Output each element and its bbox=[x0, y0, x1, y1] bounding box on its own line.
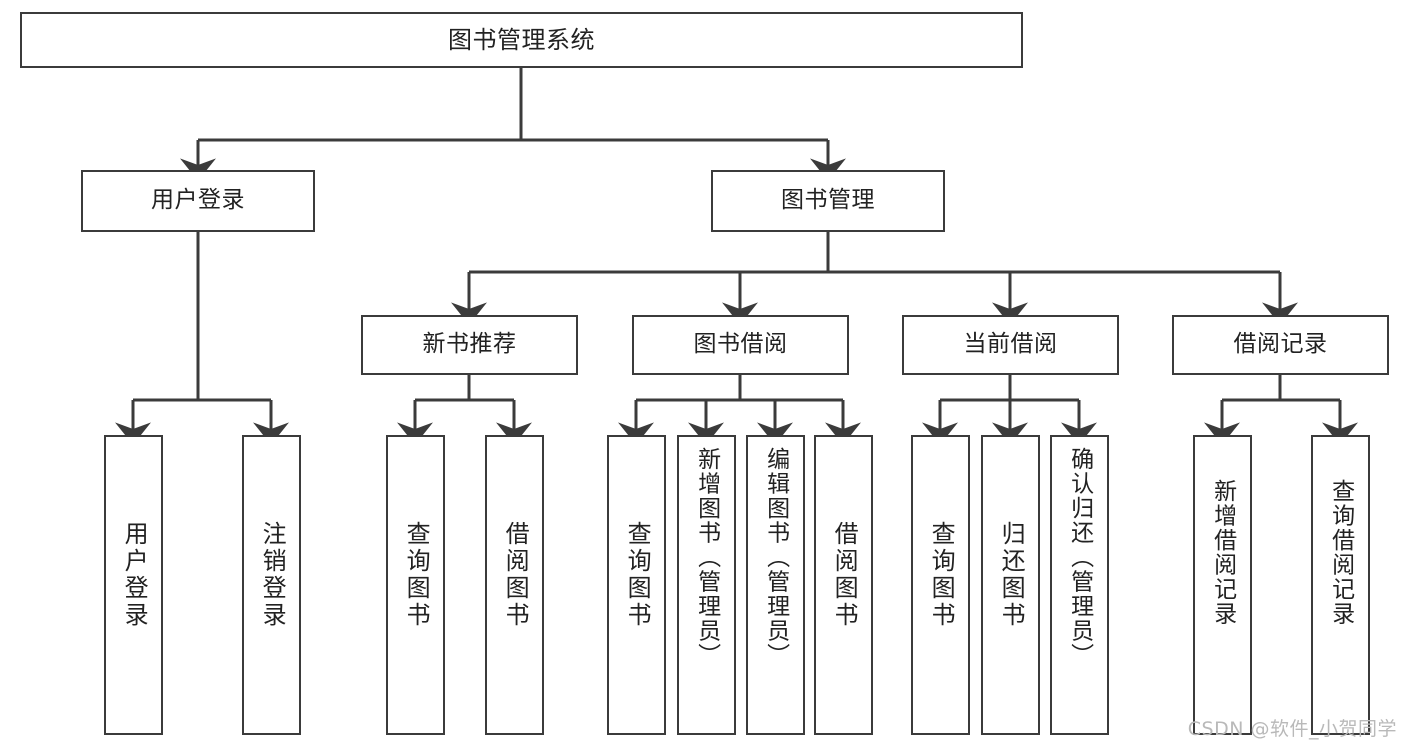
node-label: 注销登录 bbox=[258, 521, 287, 629]
leaf-query-borrow-record[interactable]: 查询借阅记录 bbox=[1311, 435, 1370, 735]
node-user-login[interactable]: 用户登录 bbox=[81, 170, 315, 232]
leaf-query-book-current[interactable]: 查询图书 bbox=[911, 435, 970, 735]
node-label: 用户登录 bbox=[120, 521, 149, 629]
node-label: 借阅图书 bbox=[830, 521, 859, 629]
node-label: 新增图书（管理员） bbox=[693, 447, 720, 668]
node-label: 新书推荐 bbox=[422, 331, 517, 358]
node-label: 借阅记录 bbox=[1233, 331, 1328, 358]
node-label: 归还图书 bbox=[997, 521, 1026, 629]
node-label: 图书管理 bbox=[781, 187, 875, 214]
csdn-watermark: CSDN @软件_小贺同学 bbox=[1187, 718, 1397, 740]
leaf-query-book-new[interactable]: 查询图书 bbox=[386, 435, 445, 735]
node-label: 确认归还（管理员） bbox=[1066, 447, 1093, 668]
leaf-add-book-admin[interactable]: 新增图书（管理员） bbox=[677, 435, 736, 735]
node-label: 当前借阅 bbox=[963, 331, 1058, 358]
leaf-borrow-book-new[interactable]: 借阅图书 bbox=[485, 435, 544, 735]
node-new-book-recommendation[interactable]: 新书推荐 bbox=[361, 315, 578, 375]
node-book-management[interactable]: 图书管理 bbox=[711, 170, 945, 232]
leaf-confirm-return-admin[interactable]: 确认归还（管理员） bbox=[1050, 435, 1109, 735]
node-book-borrow[interactable]: 图书借阅 bbox=[632, 315, 849, 375]
node-label: 查询借阅记录 bbox=[1327, 479, 1354, 626]
leaf-return-book[interactable]: 归还图书 bbox=[981, 435, 1040, 735]
node-label: 编辑图书（管理员） bbox=[762, 447, 789, 668]
leaf-user-login[interactable]: 用户登录 bbox=[104, 435, 163, 735]
node-current-borrow[interactable]: 当前借阅 bbox=[902, 315, 1119, 375]
leaf-borrow-book-borrow[interactable]: 借阅图书 bbox=[814, 435, 873, 735]
node-label: 查询图书 bbox=[623, 521, 652, 629]
node-label: 图书管理系统 bbox=[448, 25, 595, 54]
node-label: 查询图书 bbox=[402, 521, 431, 629]
node-label: 新增借阅记录 bbox=[1209, 479, 1236, 626]
leaf-add-borrow-record[interactable]: 新增借阅记录 bbox=[1193, 435, 1252, 735]
leaf-logout[interactable]: 注销登录 bbox=[242, 435, 301, 735]
node-label: 用户登录 bbox=[151, 187, 245, 214]
node-root-system[interactable]: 图书管理系统 bbox=[20, 12, 1023, 68]
node-label: 借阅图书 bbox=[501, 521, 530, 629]
node-borrow-record[interactable]: 借阅记录 bbox=[1172, 315, 1389, 375]
leaf-edit-book-admin[interactable]: 编辑图书（管理员） bbox=[746, 435, 805, 735]
node-label: 图书借阅 bbox=[693, 331, 788, 358]
leaf-query-book-borrow[interactable]: 查询图书 bbox=[607, 435, 666, 735]
node-label: 查询图书 bbox=[927, 521, 956, 629]
